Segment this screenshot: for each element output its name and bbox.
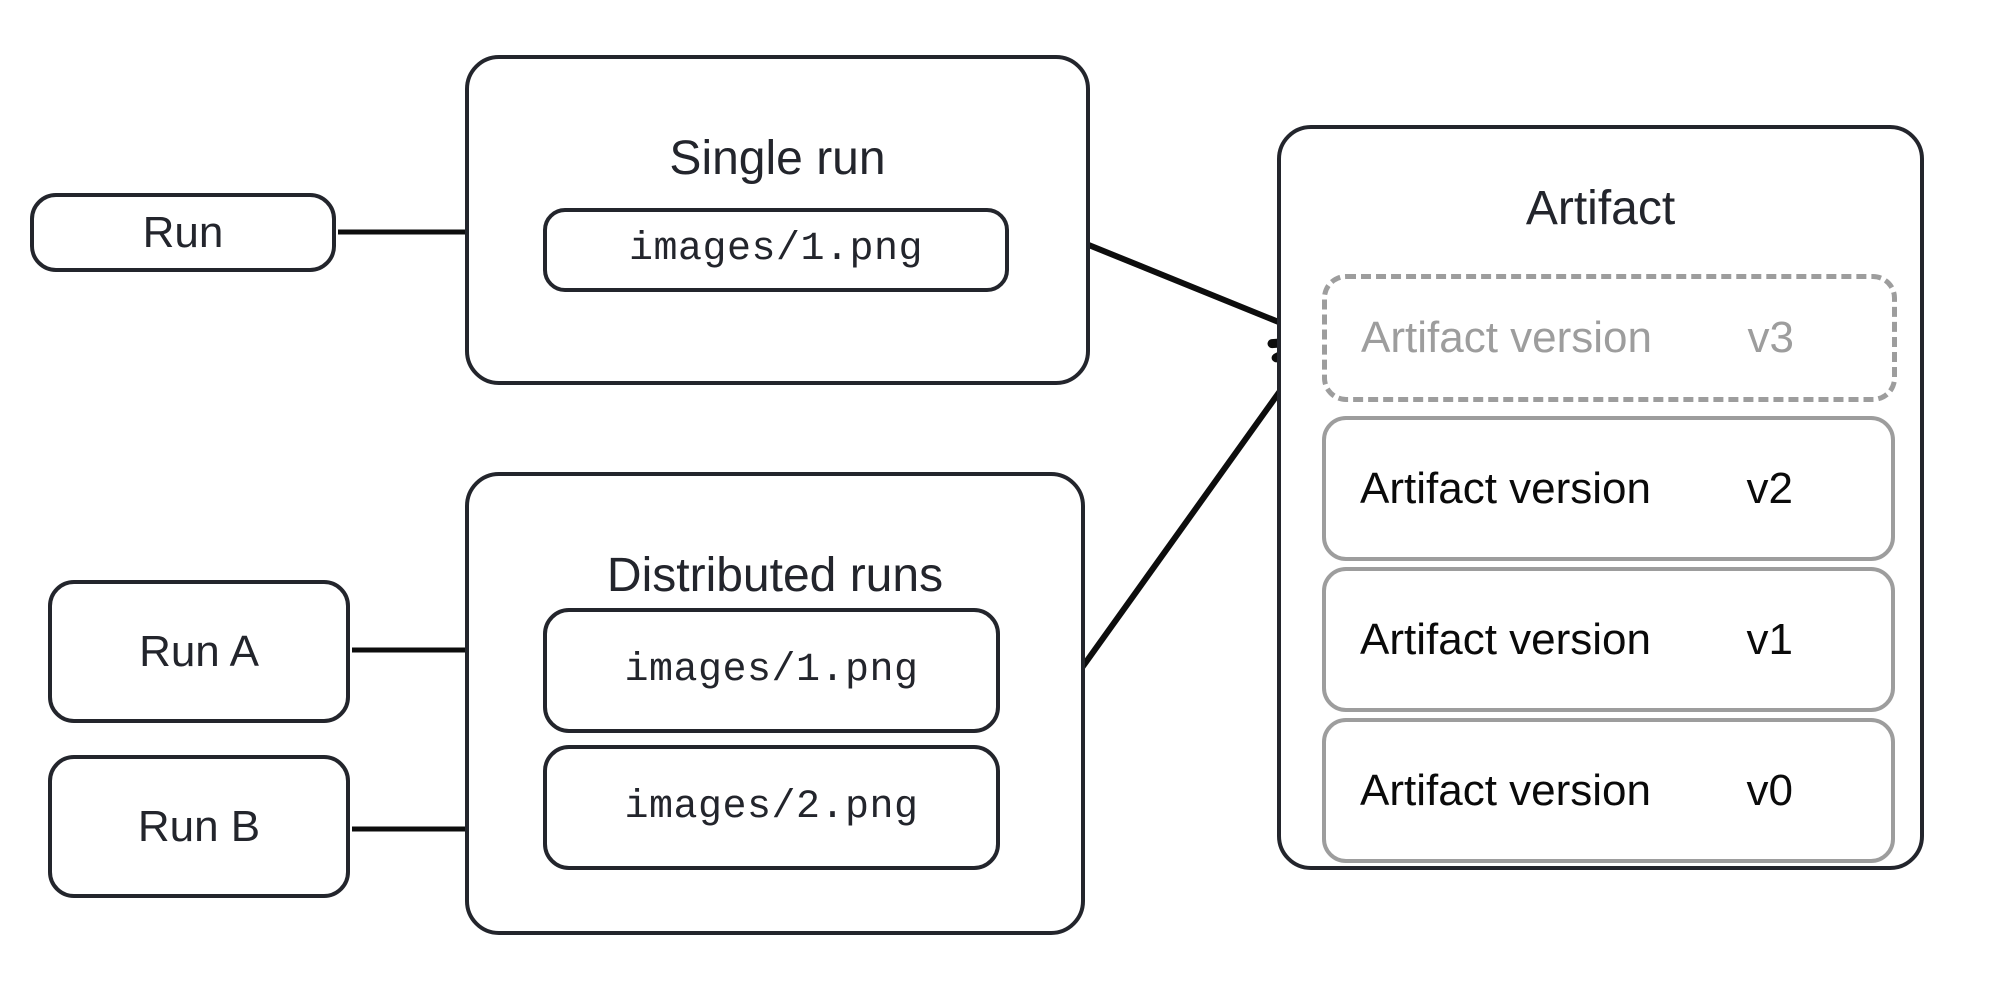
artifact-version-v0-tag: v0 xyxy=(1746,765,1793,815)
node-dist-file-images-1-png[interactable]: images/1.png xyxy=(543,608,1000,733)
artifact-version-v2-name: Artifact version xyxy=(1360,463,1651,513)
artifact-version-v1-name: Artifact version xyxy=(1360,614,1651,664)
artifact-version-row-v1[interactable]: Artifact version v1 xyxy=(1322,567,1895,712)
node-run-a[interactable]: Run A xyxy=(48,580,350,723)
artifact-panel-title: Artifact xyxy=(1525,182,1676,235)
group-single-run-title: Single run xyxy=(669,132,886,185)
artifact-version-row-v3[interactable]: Artifact version v3 xyxy=(1322,274,1897,402)
node-dist-file-images-2-png[interactable]: images/2.png xyxy=(543,745,1000,870)
artifact-version-row-v0[interactable]: Artifact version v0 xyxy=(1322,718,1895,863)
node-dist-file-images-1-png-label: images/1.png xyxy=(624,647,919,693)
artifact-version-v1-tag: v1 xyxy=(1746,614,1793,664)
artifact-version-row-v2[interactable]: Artifact version v2 xyxy=(1322,416,1895,561)
node-dist-file-images-2-png-label: images/2.png xyxy=(624,784,919,830)
node-run-b[interactable]: Run B xyxy=(48,755,350,898)
artifact-version-v2-tag: v2 xyxy=(1746,463,1793,513)
artifact-version-v0-name: Artifact version xyxy=(1360,765,1651,815)
node-run-b-label: Run B xyxy=(137,801,261,851)
artifact-version-v3-name: Artifact version xyxy=(1361,313,1652,362)
artifact-version-v3-tag: v3 xyxy=(1747,313,1794,362)
node-run-label: Run xyxy=(142,207,224,257)
node-run-a-label: Run A xyxy=(139,626,259,676)
group-distributed-runs-title: Distributed runs xyxy=(606,549,944,602)
node-single-file-images-1-png-label: images/1.png xyxy=(628,227,924,272)
artifact-panel: Artifact Artifact version v3 Artifact ve… xyxy=(1277,125,1924,870)
node-run[interactable]: Run xyxy=(30,193,336,272)
node-single-file-images-1-png[interactable]: images/1.png xyxy=(543,208,1009,292)
